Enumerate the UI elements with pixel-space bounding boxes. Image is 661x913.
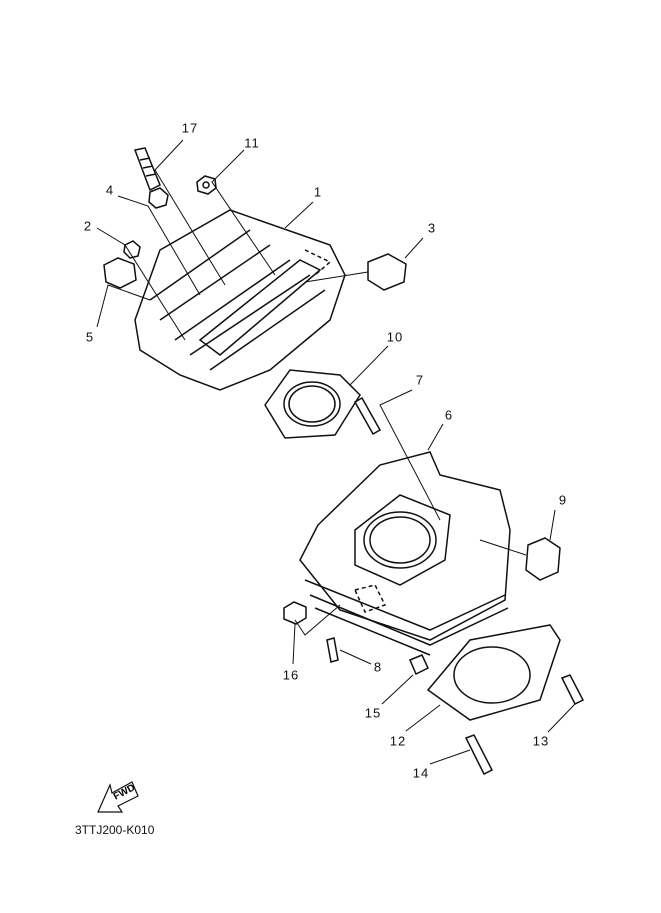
callout-label: 10: [386, 329, 404, 345]
callout-label: 17: [181, 120, 199, 136]
cylinder: [299, 451, 511, 656]
stud-7: [353, 396, 382, 436]
callout-label: 3: [427, 220, 437, 236]
damper-5: [103, 257, 137, 289]
callout-label: 1: [313, 184, 323, 200]
callout-label: 13: [532, 733, 550, 749]
callout-label: 4: [105, 182, 115, 198]
callout-label: 12: [389, 733, 407, 749]
stud-14: [464, 734, 494, 776]
damper-2: [123, 240, 141, 259]
nut-16: [283, 601, 307, 625]
damper-4: [148, 187, 169, 209]
stud-13: [560, 674, 585, 706]
callout-label: 6: [444, 407, 454, 423]
callout-label: 14: [412, 765, 430, 781]
callout-label: 9: [558, 492, 568, 508]
damper-3: [367, 253, 407, 291]
callout-label: 8: [373, 659, 383, 675]
head-gasket: [264, 369, 361, 439]
nut: [196, 175, 217, 195]
diagram-code: 3TTJ200-K010: [75, 823, 155, 837]
callout-label: 5: [85, 329, 95, 345]
damper-9: [525, 537, 561, 581]
callout-label: 7: [415, 372, 425, 388]
stud-8: [326, 637, 339, 663]
fwd-arrow-icon: [97, 781, 139, 813]
callout-label: 2: [83, 218, 93, 234]
callout-label: 16: [282, 667, 300, 683]
cylinder-head: [134, 209, 346, 391]
callout-label: 11: [244, 135, 260, 151]
callout-label: 15: [364, 705, 382, 721]
dowel-15: [409, 654, 429, 676]
leader-lines: [96, 139, 576, 765]
base-gasket: [426, 624, 561, 721]
spark-plug: [133, 147, 161, 192]
